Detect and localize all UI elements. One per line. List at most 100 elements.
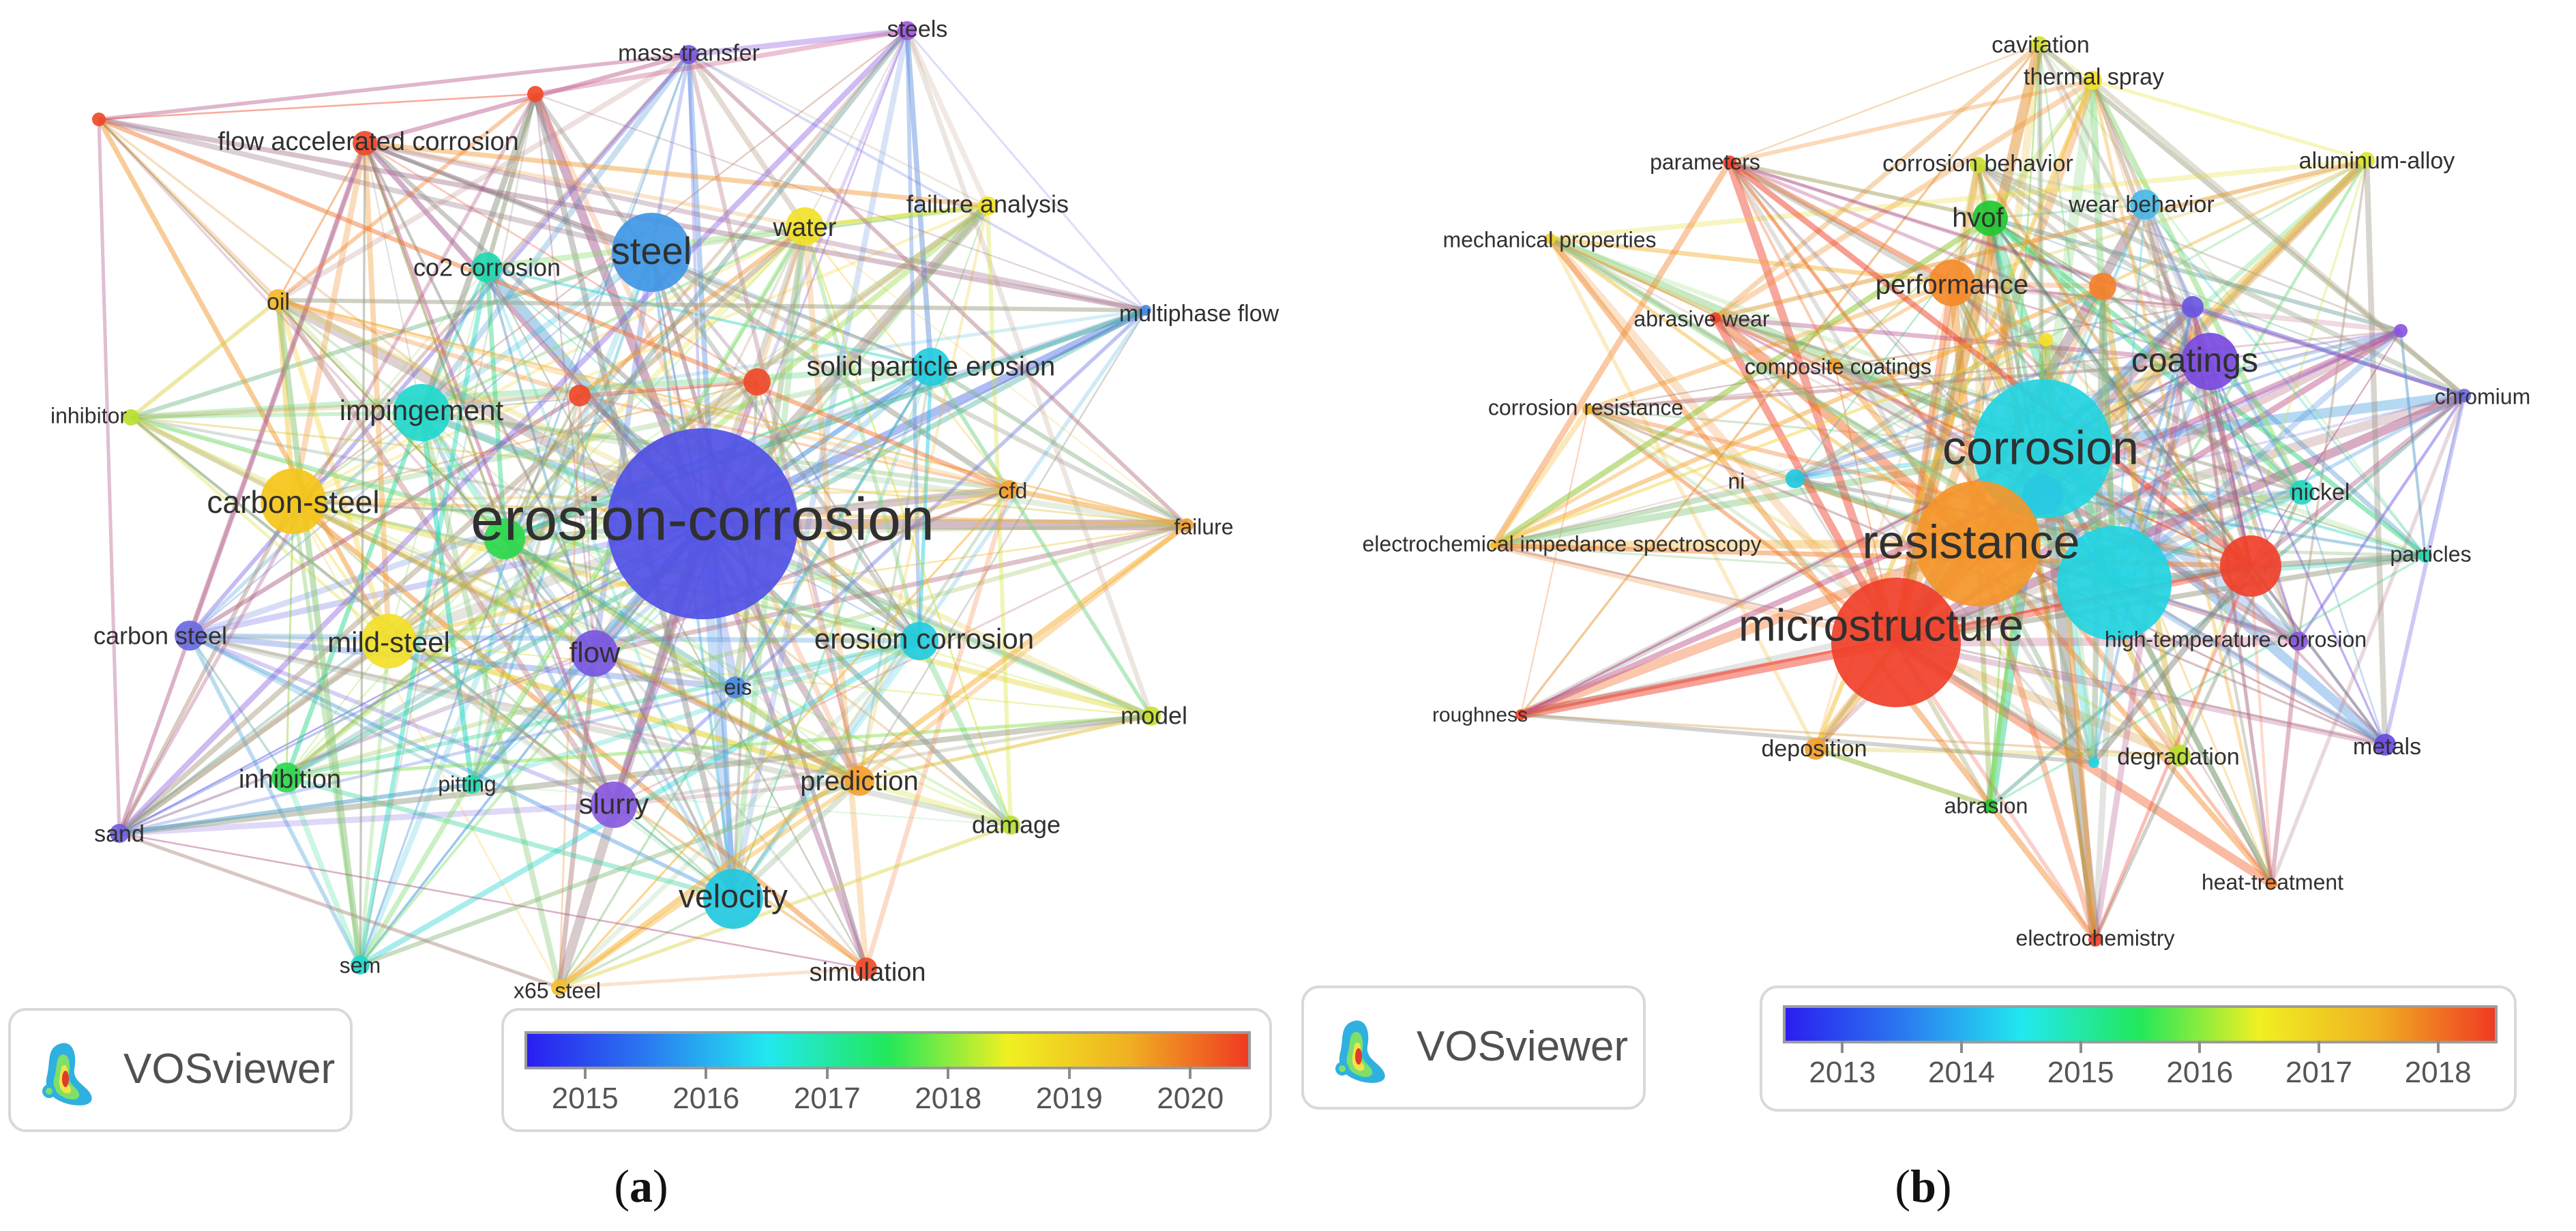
node-corrosion-resistance[interactable] <box>1582 404 1593 415</box>
edge-line <box>804 204 988 228</box>
node-abrasion[interactable] <box>1983 799 1997 813</box>
edge-line <box>2037 43 2212 363</box>
node-slurry[interactable] <box>591 782 637 828</box>
node-label: simulation <box>809 958 926 987</box>
node-coatings[interactable] <box>2181 333 2238 390</box>
node-inhibition[interactable] <box>271 762 301 792</box>
node-velocity[interactable] <box>703 869 763 929</box>
legend-tick <box>825 1067 829 1079</box>
node-flow-accelerated-corrosion[interactable] <box>353 131 377 155</box>
node-mass-transfer[interactable] <box>679 45 698 64</box>
edge-line <box>858 366 932 782</box>
edge-line <box>2249 394 2466 568</box>
unlabeled-node <box>2088 757 2099 768</box>
node-microstructure[interactable] <box>1831 578 1961 707</box>
node-ni[interactable] <box>1786 469 1805 488</box>
node-multiphase-flow[interactable] <box>1140 305 1151 316</box>
edge-line <box>559 898 734 989</box>
node-solid-particle-erosion[interactable] <box>912 348 950 386</box>
edge-line <box>292 267 488 502</box>
unlabeled-node <box>2089 273 2116 300</box>
edge-line <box>388 205 988 642</box>
edge-line <box>284 411 424 779</box>
node-mild-steel[interactable] <box>361 614 416 668</box>
node-steel[interactable] <box>612 213 691 292</box>
edge-line <box>1587 306 2193 411</box>
edge-line <box>189 633 920 644</box>
node-simulation[interactable] <box>855 958 877 979</box>
edge-line <box>2088 80 2118 584</box>
node-mechanical-properties[interactable] <box>1545 233 1556 244</box>
node-eis[interactable] <box>724 677 746 698</box>
node-particles[interactable] <box>2418 549 2432 563</box>
node-prediction[interactable] <box>844 766 874 796</box>
node-hvof[interactable] <box>1972 201 2008 236</box>
node-degradation[interactable] <box>2169 745 2191 767</box>
node-roughness[interactable] <box>1515 709 1526 720</box>
node-parameters[interactable] <box>1723 155 1736 169</box>
node-aluminum-alloy[interactable] <box>2358 152 2375 168</box>
node-chromium[interactable] <box>2457 389 2471 402</box>
node-heat-treatment[interactable] <box>2266 878 2277 889</box>
node-carbon-steel[interactable] <box>261 469 326 534</box>
edge-line <box>2113 204 2146 584</box>
node-high-temperature-corrosion[interactable] <box>2289 632 2308 651</box>
node-deposition[interactable] <box>1805 738 1826 760</box>
edge-line <box>1713 78 2094 321</box>
node-sand[interactable] <box>110 824 129 843</box>
node-resistance[interactable] <box>1915 481 2041 606</box>
node-performance[interactable] <box>1929 260 1975 306</box>
edge-line <box>803 226 1012 826</box>
legend-tick <box>583 1067 587 1079</box>
edge-line <box>1493 539 1979 550</box>
edge-line <box>189 632 736 691</box>
legend-tick-label: 2015 <box>551 1082 619 1115</box>
node-impingement[interactable] <box>393 384 450 441</box>
node-failure-analysis[interactable] <box>978 196 997 216</box>
node-steels[interactable] <box>898 21 917 40</box>
node-carbon-steel[interactable] <box>175 621 205 651</box>
node-water[interactable] <box>786 207 824 246</box>
node-corrosion[interactable] <box>1973 379 2112 518</box>
node-flow[interactable] <box>572 630 618 677</box>
node-pitting[interactable] <box>462 775 482 794</box>
node-inhibitor[interactable] <box>123 409 139 426</box>
node-label: oil <box>267 289 290 315</box>
node-erosion-corrosion[interactable] <box>607 428 798 619</box>
node-abrasive-wear[interactable] <box>1710 312 1721 323</box>
node-nickel[interactable] <box>2290 480 2314 505</box>
node-co2-corrosion[interactable] <box>472 252 502 282</box>
edge-line <box>418 412 563 988</box>
node-sem[interactable] <box>351 955 370 975</box>
node-failure[interactable] <box>1180 518 1194 532</box>
node-wear-behavior[interactable] <box>2130 190 2160 220</box>
edge-line <box>364 141 805 228</box>
node-label: cavitation <box>1992 32 2090 58</box>
node-electrochemical-impedance-spectroscopy[interactable] <box>1490 542 1498 550</box>
node-damage[interactable] <box>1001 816 1020 835</box>
node-erosion-corrosion[interactable] <box>900 622 938 660</box>
node-model[interactable] <box>1142 707 1161 726</box>
edge-line <box>2038 44 2116 584</box>
node-oil[interactable] <box>267 289 289 311</box>
edge-line <box>286 639 920 780</box>
edge-line <box>486 265 932 369</box>
node-cfd[interactable] <box>1000 480 1019 499</box>
node-corrosion-behavior[interactable] <box>1970 157 1986 173</box>
edge-line <box>278 298 1010 492</box>
edge-line <box>2209 329 2401 363</box>
node-thermal-spray[interactable] <box>2083 71 2102 90</box>
edge-line <box>1989 216 2401 333</box>
edge-line <box>119 801 615 837</box>
node-metals[interactable] <box>2374 734 2396 756</box>
node-cavitation[interactable] <box>2031 36 2047 53</box>
legend-tick-label: 2017 <box>793 1082 861 1115</box>
edge-line <box>189 634 860 783</box>
edge-line <box>130 298 280 419</box>
node-label: impingement <box>340 394 504 426</box>
node-x65-steel[interactable] <box>551 979 567 996</box>
node-electrochemistry[interactable] <box>2088 933 2102 947</box>
edge-line <box>293 381 758 503</box>
node-composite-coatings[interactable] <box>1828 358 1841 372</box>
edge-line <box>1491 407 1590 548</box>
